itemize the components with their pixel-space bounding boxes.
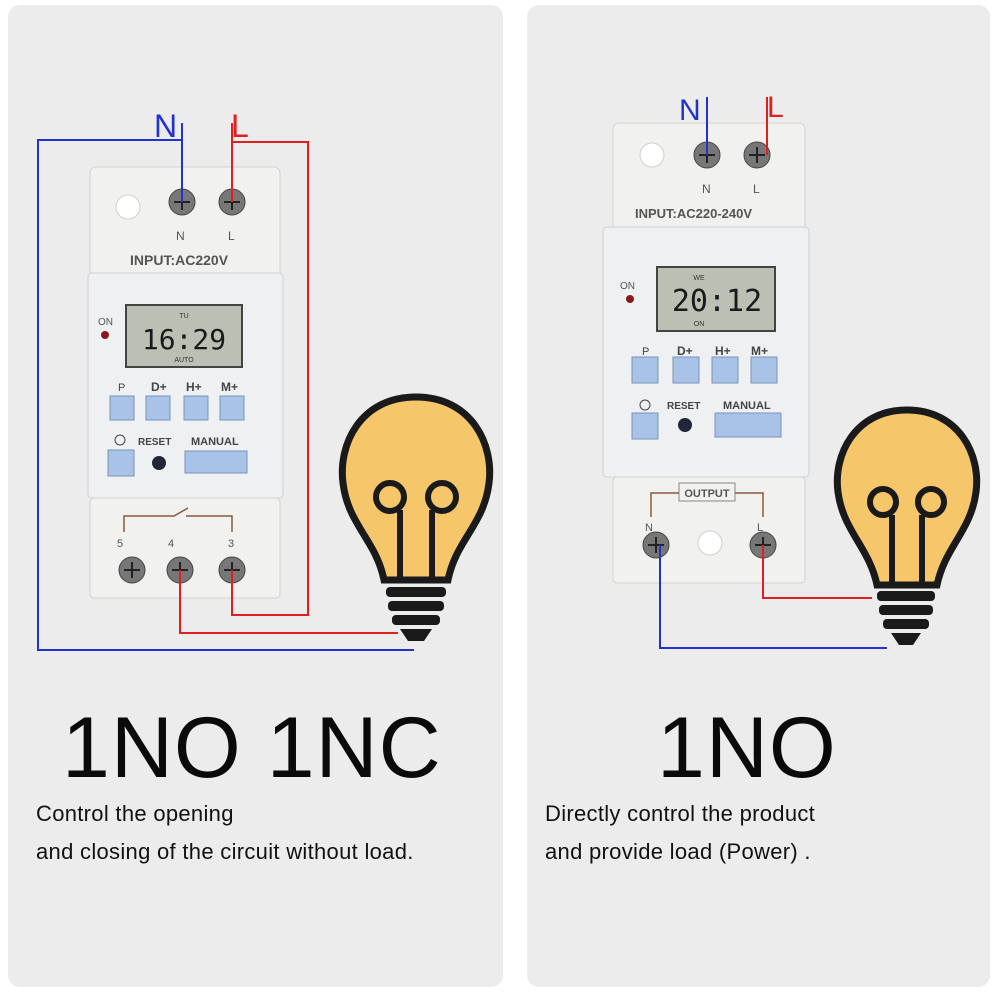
output-label-n: N bbox=[645, 522, 653, 534]
terminal-label-4: 4 bbox=[168, 538, 174, 550]
terminal-5 bbox=[118, 556, 146, 584]
hour-plus-button[interactable] bbox=[711, 356, 739, 384]
manual-label: MANUAL bbox=[723, 400, 771, 412]
label-m-plus: M+ bbox=[221, 380, 238, 394]
clock-button[interactable] bbox=[631, 412, 659, 440]
wire-label-l: L bbox=[231, 108, 249, 144]
mode-description-1no-1nc: Control the opening and closing of the c… bbox=[36, 795, 414, 871]
light-bulb-icon bbox=[833, 406, 981, 645]
label-h-plus: H+ bbox=[715, 344, 731, 358]
hour-plus-button[interactable] bbox=[183, 395, 209, 421]
clock-icon bbox=[114, 434, 126, 446]
terminal-label-5: 5 bbox=[117, 538, 123, 550]
timer-wiring-diagram-1no: N L INPUT:AC220-240V ON WE 20:12 ON P D+… bbox=[602, 91, 981, 649]
lcd-day: TU bbox=[179, 313, 188, 320]
reset-button[interactable] bbox=[152, 456, 166, 470]
terminal-label-n: N bbox=[702, 182, 711, 196]
output-label-l: L bbox=[757, 522, 763, 534]
description-line-1: Directly control the product bbox=[545, 801, 816, 826]
terminal-l bbox=[743, 141, 771, 169]
reset-label: RESET bbox=[138, 437, 171, 448]
day-plus-button[interactable] bbox=[145, 395, 171, 421]
relay-contact-symbol bbox=[123, 507, 233, 532]
power-led bbox=[101, 331, 109, 339]
program-icon: P bbox=[118, 382, 125, 394]
wire-label-l: L bbox=[767, 91, 784, 124]
wire-label-n: N bbox=[154, 108, 177, 144]
power-led bbox=[626, 295, 634, 303]
terminal-label-n: N bbox=[176, 229, 185, 243]
mount-hole bbox=[115, 194, 141, 220]
lcd-day: WE bbox=[693, 275, 705, 282]
lcd-mode: ON bbox=[694, 321, 705, 328]
panel-1no-1nc: N L INPUT:AC220V ON TU 16:29 AUTO P D+ H… bbox=[8, 5, 503, 987]
lcd-screen bbox=[125, 304, 243, 368]
label-d-plus: D+ bbox=[151, 380, 167, 394]
mode-title-1no: 1NO bbox=[657, 700, 837, 796]
output-label: OUTPUT bbox=[684, 488, 730, 500]
description-line-1: Control the opening bbox=[36, 801, 234, 826]
program-icon: P bbox=[642, 346, 649, 358]
mode-description-1no: Directly control the product and provide… bbox=[545, 795, 815, 871]
light-bulb-icon bbox=[338, 393, 494, 641]
reset-label: RESET bbox=[667, 401, 700, 412]
wire-label-n: N bbox=[679, 94, 701, 127]
manual-label: MANUAL bbox=[191, 436, 239, 448]
terminal-label-l: L bbox=[753, 182, 760, 196]
neutral-wire-to-bulb bbox=[37, 139, 414, 651]
lcd-time: 16:29 bbox=[142, 323, 226, 356]
program-button[interactable] bbox=[109, 395, 135, 421]
terminal-label-3: 3 bbox=[228, 538, 234, 550]
label-m-plus: M+ bbox=[751, 344, 768, 358]
load-wire-terminal-4 bbox=[179, 570, 398, 634]
manual-button[interactable] bbox=[184, 450, 248, 474]
description-line-2: and closing of the circuit without load. bbox=[36, 839, 414, 864]
description-line-2: and provide load (Power) . bbox=[545, 839, 811, 864]
lcd-mode: AUTO bbox=[174, 357, 194, 364]
input-voltage-label: INPUT:AC220-240V bbox=[635, 206, 752, 221]
minute-plus-button[interactable] bbox=[219, 395, 245, 421]
minute-plus-button[interactable] bbox=[750, 356, 778, 384]
neutral-wire-to-bulb bbox=[659, 545, 887, 649]
mode-title-1no-1nc: 1NO 1NC bbox=[62, 700, 442, 796]
live-wire-to-terminal-3 bbox=[231, 141, 309, 616]
label-h-plus: H+ bbox=[186, 380, 202, 394]
clock-icon bbox=[639, 399, 651, 411]
mount-hole-bottom bbox=[697, 530, 723, 556]
manual-button[interactable] bbox=[714, 412, 782, 438]
mount-hole bbox=[639, 142, 665, 168]
output-label-box bbox=[678, 482, 736, 502]
panel-1no: N L INPUT:AC220-240V ON WE 20:12 ON P D+… bbox=[527, 5, 990, 987]
led-label: ON bbox=[620, 281, 635, 292]
live-wire-to-bulb bbox=[762, 545, 872, 599]
day-plus-button[interactable] bbox=[672, 356, 700, 384]
input-voltage-label: INPUT:AC220V bbox=[130, 252, 229, 268]
lcd-screen bbox=[656, 266, 776, 332]
program-button[interactable] bbox=[631, 356, 659, 384]
label-d-plus: D+ bbox=[677, 344, 693, 358]
terminal-output-n bbox=[642, 531, 670, 559]
reset-button[interactable] bbox=[678, 418, 692, 432]
clock-button[interactable] bbox=[107, 449, 135, 477]
led-label: ON bbox=[98, 317, 113, 328]
terminal-label-l: L bbox=[228, 229, 235, 243]
output-bracket bbox=[650, 492, 764, 517]
lcd-time: 20:12 bbox=[672, 284, 762, 319]
timer-wiring-diagram-1no-1nc: N L INPUT:AC220V ON TU 16:29 AUTO P D+ H… bbox=[37, 108, 494, 651]
